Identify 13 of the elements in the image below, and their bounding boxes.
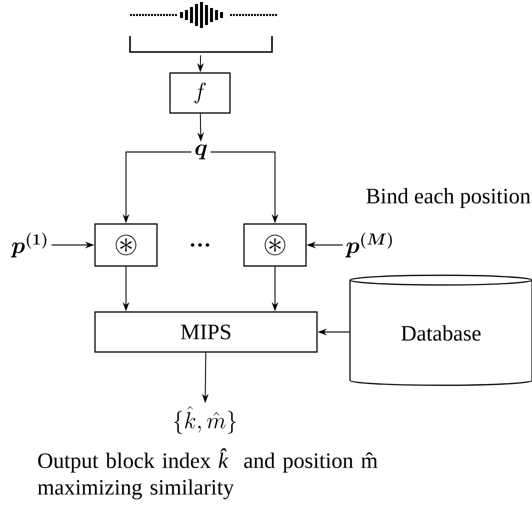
ellipsis: … xyxy=(190,243,210,247)
binding-box: $\circledast$ xyxy=(94,223,158,267)
annotation-text: Bind each position xyxy=(366,188,530,208)
process-box: $f$ xyxy=(169,72,231,114)
waveform-drawing xyxy=(129,2,277,53)
database-cylinder: Database xyxy=(349,274,532,386)
process-box: MIPS xyxy=(94,311,318,353)
binding-box: $\circledast$ xyxy=(243,223,307,267)
vector-symbol: $\boldsymbol{p}^{(M)}$ xyxy=(345,232,392,258)
vector-symbol: $\boldsymbol{p}^{(1)}$ xyxy=(10,232,46,258)
output-symbol: $\{\hat{k},\hat{m}\}$ xyxy=(174,406,236,434)
caption-text: Output block index k̂ and position m̂ maximizing similarity xyxy=(38,448,378,500)
vector-symbol: $\boldsymbol{q}$ xyxy=(195,144,207,160)
